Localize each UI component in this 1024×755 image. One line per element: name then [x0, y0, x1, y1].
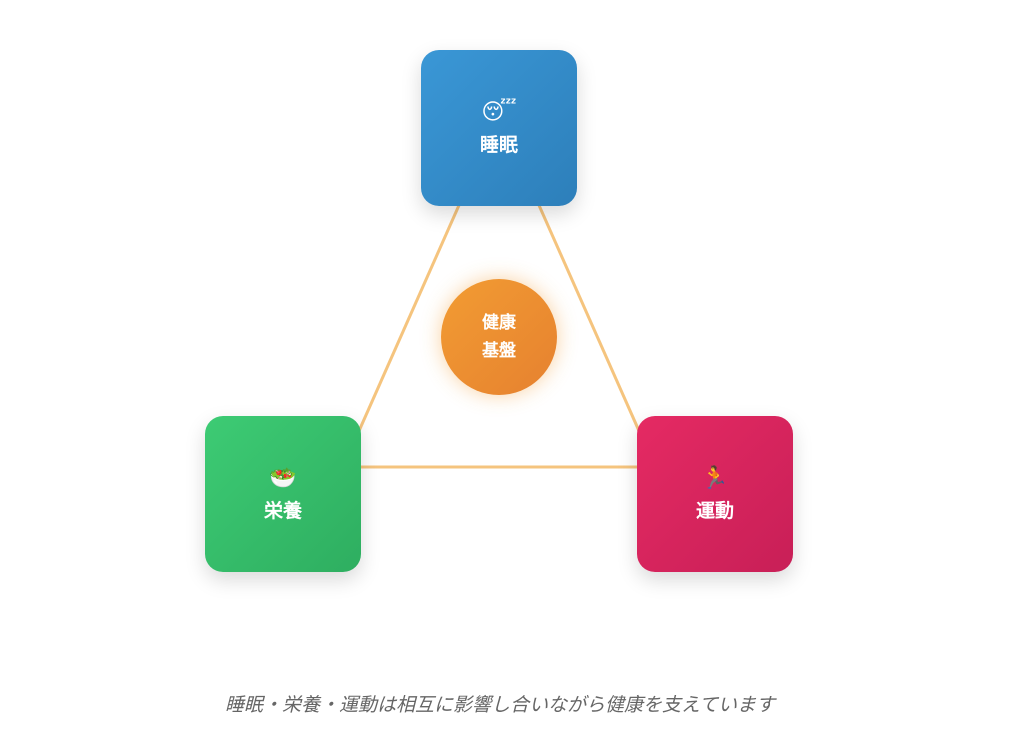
center-health-foundation: 健康 基盤 — [441, 279, 557, 395]
node-label: 栄養 — [263, 499, 302, 522]
node-label: 運動 — [695, 499, 734, 522]
runner-icon: 🏃 — [701, 465, 729, 491]
node-exercise: 🏃 運動 — [637, 416, 793, 572]
salad-icon: 🥗 — [269, 465, 297, 491]
node-label: 睡眠 — [479, 133, 518, 156]
sleeping-face-icon: 😴 — [481, 99, 517, 125]
node-nutrition: 🥗 栄養 — [205, 416, 361, 572]
center-line-1: 健康 — [482, 313, 516, 333]
caption: 睡眠・栄養・運動は相互に影響し合いながら健康を支えています — [224, 694, 776, 716]
node-sleep: 😴 睡眠 — [421, 50, 577, 206]
center-line-2: 基盤 — [482, 341, 516, 361]
